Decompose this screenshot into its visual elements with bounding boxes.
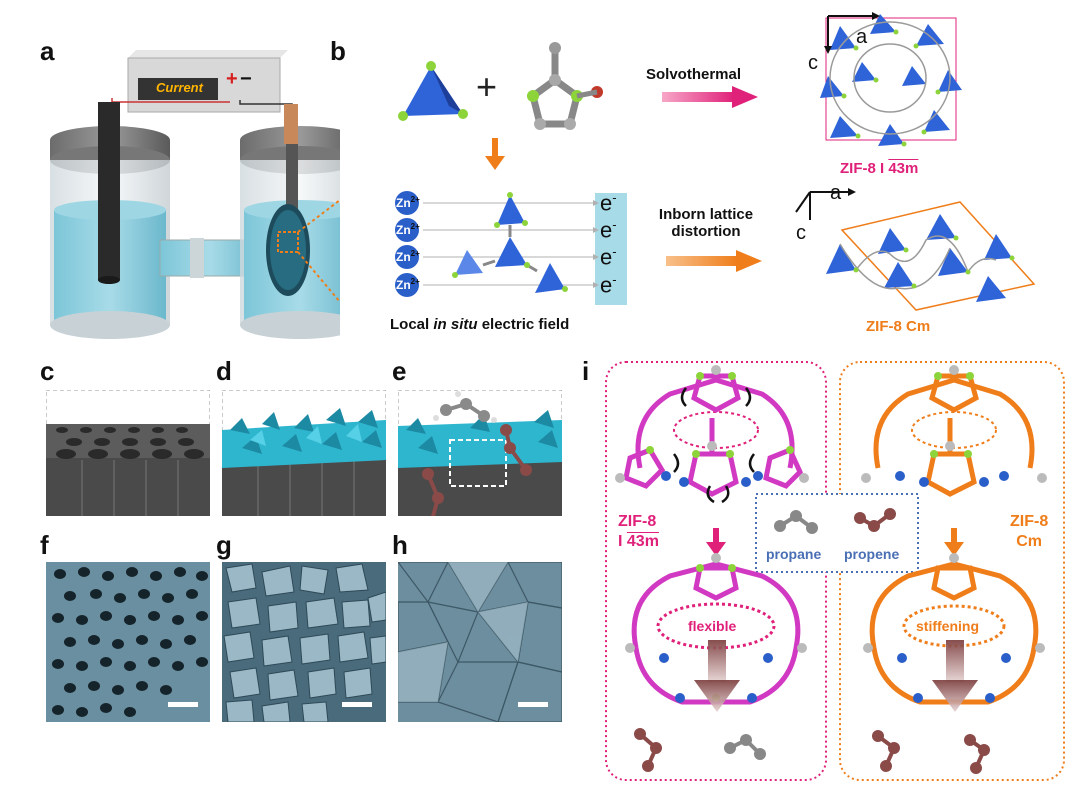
- electric-field-illustration: [395, 191, 627, 305]
- methylimidazole: [527, 42, 603, 130]
- zn-label-4: Zn2+: [396, 277, 420, 292]
- propane-label: propane: [766, 546, 822, 562]
- right-beaker: [240, 104, 340, 339]
- panel-letter-d: d: [216, 356, 232, 386]
- propene-molecules-e: [422, 424, 532, 516]
- scale-bar-h: [518, 702, 548, 707]
- electrochemical-cell-illustration: [50, 50, 340, 339]
- panel-letter-a: a: [40, 36, 55, 66]
- panel-letter-c: c: [40, 356, 55, 386]
- separation-mechanism-illustration: [605, 361, 1065, 781]
- zif8-monoclinic-structure: [795, 188, 1036, 311]
- zn-label-3: Zn2+: [396, 249, 420, 264]
- panel-letter-i: i: [582, 356, 590, 386]
- zn-label-1: Zn2+: [396, 195, 420, 210]
- electron-label-1: e-: [600, 190, 617, 216]
- bottom-structure-label: ZIF-8 Cm: [866, 318, 931, 335]
- panel-letter-g: g: [216, 530, 232, 560]
- zif8-cubic-structure: [820, 12, 962, 147]
- zn-ions: [395, 191, 419, 297]
- inborn-distortion-label: Inborn lattice distortion: [658, 206, 754, 240]
- top-axis-c: c: [808, 52, 818, 74]
- permeate-molecules-right: [872, 730, 990, 774]
- plus-sign-text: +: [476, 66, 498, 107]
- power-supply: [127, 50, 288, 113]
- minus-terminal: −: [240, 68, 252, 90]
- flexible-framework-label: ZIF-8 I 43m: [618, 513, 659, 550]
- scale-bar-g: [342, 702, 372, 707]
- bottom-axis-c: c: [796, 222, 806, 244]
- plus-terminal: +: [226, 68, 238, 90]
- top-axis-a: a: [856, 26, 868, 48]
- scale-bar-f: [168, 702, 198, 707]
- box-gas-legend: [755, 493, 919, 573]
- sem-image-f: [46, 562, 210, 722]
- bottom-axis-a: a: [830, 182, 842, 204]
- panel-letter-f: f: [40, 530, 49, 560]
- distortion-arrow: [666, 250, 762, 272]
- permeate-molecules-left: [634, 728, 766, 772]
- schematic-c-substrate: [46, 390, 210, 516]
- electron-label-4: e-: [600, 272, 617, 298]
- meter-label: Current: [156, 80, 203, 95]
- box-rigid-framework: [839, 361, 1065, 781]
- panel-letter-h: h: [392, 530, 408, 560]
- field-caption: Local in situ electric field: [390, 316, 570, 333]
- panel-letter-b: b: [330, 36, 346, 66]
- schematic-d-zif-layer: [222, 390, 386, 516]
- rigid-ring-bottom: [863, 553, 1045, 705]
- left-beaker: [50, 102, 170, 339]
- propene-label: propene: [844, 546, 900, 562]
- flexible-ring-top: [615, 365, 809, 504]
- schematic-e-separation: [398, 390, 562, 516]
- rigid-ring-top: [861, 365, 1047, 497]
- stiffening-label: stiffening: [916, 618, 979, 634]
- sem-image-g: [222, 562, 386, 722]
- zn-label-2: Zn2+: [396, 222, 420, 237]
- flexible-label: flexible: [688, 618, 737, 634]
- electron-label-2: e-: [600, 217, 617, 243]
- panel-letter-e: e: [392, 356, 407, 386]
- propane-molecule-e: [433, 391, 497, 423]
- electron-label-3: e-: [600, 244, 617, 270]
- propene-legend-molecule: [854, 508, 896, 532]
- propane-legend-molecule: [774, 510, 818, 534]
- solvothermal-arrow: [662, 86, 758, 108]
- precursors-illustration: [398, 42, 603, 170]
- rigid-framework-label: ZIF-8 Cm: [1010, 513, 1049, 550]
- sem-image-h: [398, 562, 562, 722]
- distorted-framework: [452, 192, 568, 293]
- solvothermal-label: Solvothermal: [646, 66, 742, 83]
- top-structure-label: ZIF-8 I 43m: [840, 160, 919, 177]
- flexible-ring-bottom: [625, 553, 807, 705]
- zn-tetrahedron: [398, 61, 468, 121]
